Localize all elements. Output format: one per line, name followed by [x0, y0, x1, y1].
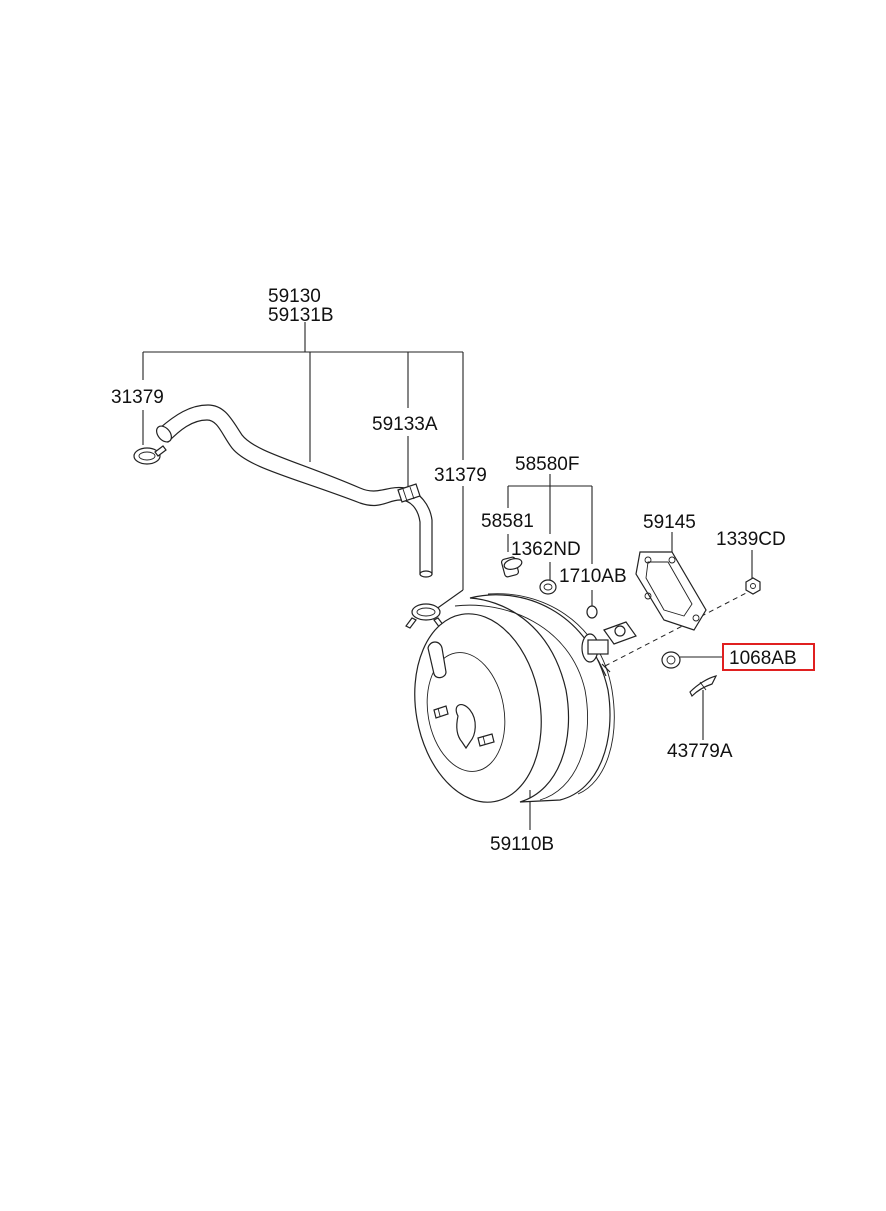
washer — [661, 651, 681, 669]
label-58580f[interactable]: 58580F — [515, 454, 579, 475]
label-1710ab[interactable]: 1710AB — [559, 566, 627, 587]
label-59133a[interactable]: 59133A — [372, 414, 438, 435]
gasket — [635, 551, 707, 631]
grommet — [539, 579, 557, 595]
label-59145[interactable]: 59145 — [643, 512, 696, 533]
label-31379-right[interactable]: 31379 — [434, 465, 487, 486]
clip — [586, 605, 598, 619]
hose-clamp-left — [133, 445, 167, 465]
label-1068ab[interactable]: 1068AB — [729, 648, 797, 669]
label-58581[interactable]: 58581 — [481, 511, 534, 532]
highlight-box — [722, 643, 815, 671]
label-59131b[interactable]: 59131B — [268, 305, 334, 326]
label-59110b[interactable]: 59110B — [490, 834, 554, 855]
vacuum-hose — [156, 404, 433, 578]
booster-rear-stem — [581, 621, 637, 677]
label-1362nd[interactable]: 1362ND — [511, 539, 581, 560]
brake-booster — [414, 593, 637, 803]
clevis-pin — [689, 675, 718, 698]
label-59130[interactable]: 59130 — [268, 286, 321, 307]
hose-clamp-middle — [397, 483, 421, 503]
nut — [745, 577, 761, 595]
check-valve — [500, 556, 523, 578]
label-1339cd[interactable]: 1339CD — [716, 529, 786, 550]
part-labels: 59130 59131B 31379 59133A 31379 58580F 5… — [111, 286, 815, 855]
label-31379-left[interactable]: 31379 — [111, 387, 164, 408]
label-43779a[interactable]: 43779A — [667, 741, 733, 762]
booster-front-studs — [433, 705, 495, 747]
hose-clamp-right — [405, 603, 445, 629]
leader-lines — [142, 322, 753, 830]
